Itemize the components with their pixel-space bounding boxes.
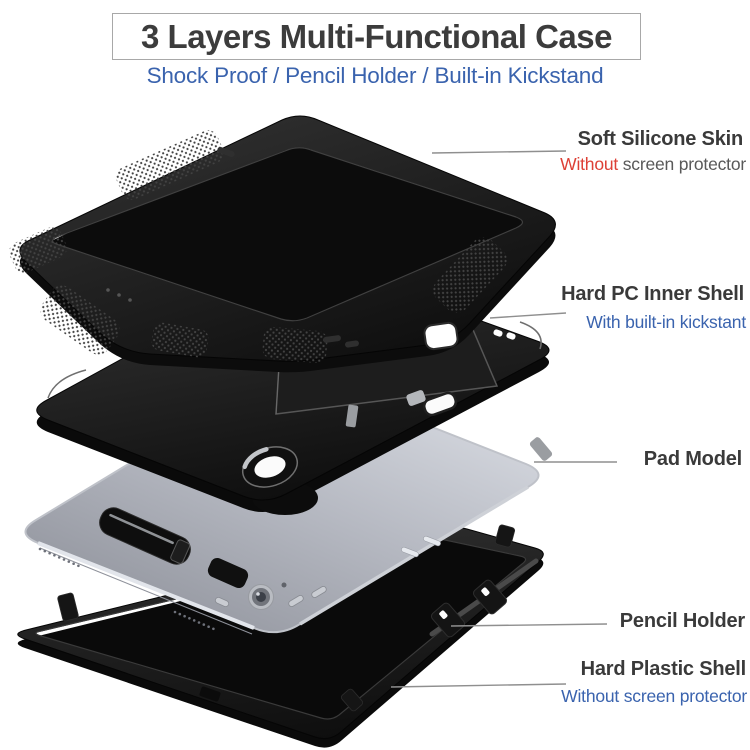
callout-pad-model-heading: Pad Model — [643, 448, 742, 470]
title-box: 3 Layers Multi-Functional Case — [112, 13, 641, 60]
callout-pencil-holder-heading: Pencil Holder — [619, 610, 745, 632]
tablet-speaker-holes — [38, 547, 215, 631]
camera-ring — [241, 446, 299, 488]
callout-line-hard-plastic — [390, 683, 567, 688]
silicone-mic-holes — [106, 288, 132, 302]
highlight-without: Without — [560, 154, 619, 174]
pencil-holder-clips — [429, 558, 539, 638]
callout-hard-plastic-sub: Without screen protector — [561, 686, 747, 706]
tablet-camera — [248, 584, 274, 610]
silicone-button-notches — [217, 146, 359, 348]
callout-line-pencil-holder — [450, 623, 608, 627]
tablet-edge-buttons — [214, 535, 441, 608]
callout-hard-pc-sub: With built-in kickstant — [586, 312, 746, 332]
page-title: 3 Layers Multi-Functional Case — [141, 17, 612, 55]
callout-line-soft-silicone — [431, 150, 567, 154]
callout-hard-plastic-heading: Hard Plastic Shell — [580, 658, 747, 680]
callout-hard-pc-heading: Hard PC Inner Shell — [561, 283, 744, 305]
callout-line-hard-pc — [489, 312, 567, 319]
callout-soft-silicone-heading: Soft Silicone Skin — [577, 128, 744, 150]
callout-soft-silicone-sub: Without screen protector — [560, 154, 746, 174]
tablet-flash — [281, 582, 287, 588]
page-subtitle: Shock Proof / Pencil Holder / Built-in K… — [146, 63, 604, 88]
shell-pencil-holder — [99, 507, 249, 589]
silicone-camera-hole — [423, 321, 459, 351]
silicone-grip-texture — [9, 130, 507, 363]
silicone-skin-layer — [9, 115, 556, 373]
